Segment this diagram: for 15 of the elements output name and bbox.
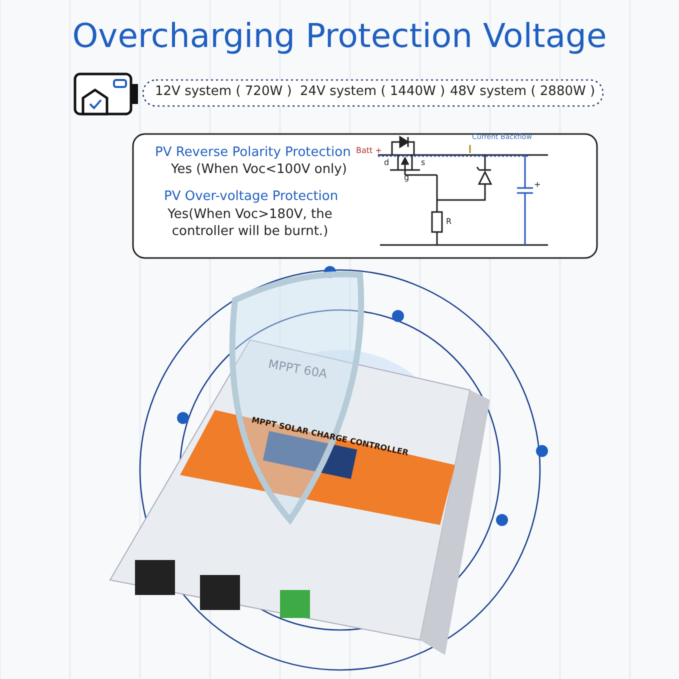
terminal-label: Batt + xyxy=(356,146,382,155)
feature-text: Yes(When Voc>180V, the controller will be burnt.) xyxy=(166,206,334,240)
pin-label: d xyxy=(384,158,390,167)
title: Overcharging Protection Voltage xyxy=(71,16,608,55)
spec-text: 24V system ( 1440W ) xyxy=(300,84,446,99)
spec-text: 48V system ( 2880W ) xyxy=(450,84,596,99)
model-text: MPPT 60A xyxy=(267,356,328,382)
pin-label: g xyxy=(404,173,410,182)
pin-label: s xyxy=(421,158,426,167)
polarity-mark: + xyxy=(534,180,541,189)
feature-heading: PV Over-voltage Protection xyxy=(164,189,338,204)
feature-heading: PV Reverse Polarity Protection xyxy=(155,145,351,160)
component-label: R xyxy=(446,217,452,226)
spec-text: 12V system ( 720W ) xyxy=(155,84,292,99)
feature-text: Yes (When Voc<100V only) xyxy=(171,162,347,177)
